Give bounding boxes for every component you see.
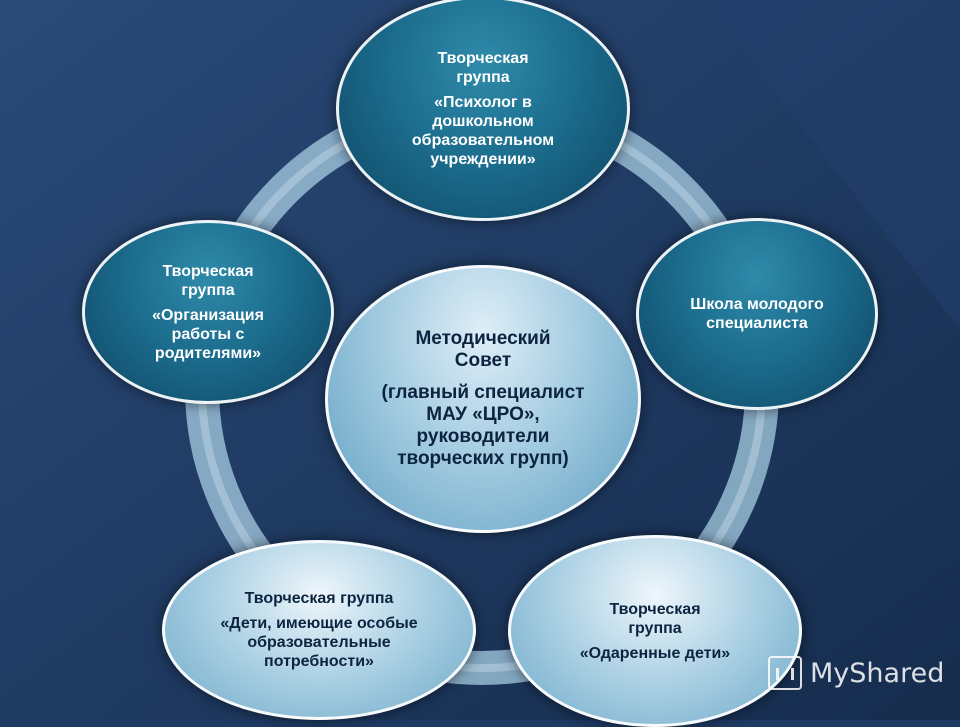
center-node-title: Методический Совет — [415, 328, 551, 371]
center-node-methodical-council: Методический Совет (главный специалист М… — [325, 265, 641, 533]
node-title: Школа молодого специалиста — [690, 296, 824, 332]
node-description: «Одаренные дети» — [579, 644, 731, 662]
node-description: «Организация работы с родителями» — [152, 306, 264, 362]
node-gifted-children-group: Творческая группа «Одаренные дети» — [508, 535, 802, 727]
watermark-text: MyShared — [810, 657, 945, 689]
myshared-logo-icon — [768, 656, 802, 690]
node-title: Творческая группа — [244, 590, 394, 607]
node-parents-work-group: Творческая группа «Организация работы с … — [82, 220, 334, 404]
watermark: MyShared — [768, 656, 944, 690]
node-special-needs-group: Творческая группа «Дети, имеющие особые … — [162, 540, 476, 720]
node-description: «Психолог в дошкольном образовательном у… — [411, 93, 555, 168]
node-description: «Дети, имеющие особые образовательные по… — [220, 615, 418, 670]
node-young-specialist-school: Школа молодого специалиста — [636, 218, 878, 410]
node-title: Творческая группа — [609, 600, 701, 637]
center-node-description: (главный специалист МАУ «ЦРО», руководит… — [381, 382, 585, 469]
node-title: Творческая группа — [162, 262, 254, 299]
node-psychologist-group: Творческая группа «Психолог в дошкольном… — [336, 0, 630, 221]
node-title: Творческая группа — [437, 49, 529, 86]
